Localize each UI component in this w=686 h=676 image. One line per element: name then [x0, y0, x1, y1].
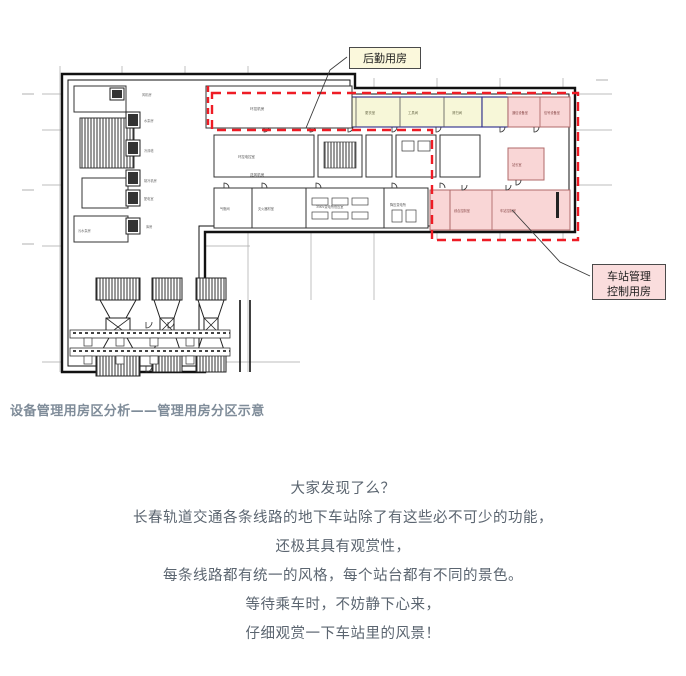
svg-text:35KV变电所低压室: 35KV变电所低压室	[316, 204, 343, 209]
svg-text:污水泵房: 污水泵房	[78, 228, 91, 233]
svg-text:站长室: 站长室	[512, 162, 522, 167]
svg-text:库房: 库房	[146, 224, 152, 229]
svg-text:通信设备室: 通信设备室	[512, 110, 528, 115]
zone-boundary-dashed	[210, 91, 580, 242]
svg-text:冷却塔: 冷却塔	[144, 148, 154, 153]
svg-text:综合控制室: 综合控制室	[454, 208, 470, 213]
svg-text:清扫间: 清扫间	[452, 110, 463, 115]
platform-tracks	[69, 300, 251, 373]
svg-text:车站控制室: 车站控制室	[500, 208, 516, 213]
corridor-rooms: 环控电控室 气瓶间 灭火器材室 35KV变电所低压室	[213, 134, 481, 229]
control-room-zone: 通信设备室 信号设备室 站长室 综合控制室 车站控制室	[429, 96, 571, 231]
body-line-2: 长春轨道交通各条线路的地下车站除了有这些必不可少的功能，	[133, 510, 553, 526]
callout-station-control-rooms: 车站管理 控制用房	[592, 264, 666, 300]
svg-text:环控机房: 环控机房	[250, 106, 265, 111]
svg-text:灭火器材室: 灭火器材室	[258, 206, 274, 211]
body-line-3: 还极其具有观赏性，	[275, 539, 411, 555]
svg-text:配电室: 配电室	[144, 196, 154, 201]
body-line-5: 等待乘车时，不妨静下心来，	[245, 597, 441, 613]
leader-lines	[305, 56, 591, 277]
equipment-symbols	[95, 277, 227, 377]
body-line-6: 仔细观赏一下车站里的风景！	[245, 626, 441, 642]
body-line-1: 大家发现了么？	[290, 481, 396, 497]
svg-text:送风机房: 送风机房	[250, 172, 265, 177]
svg-text:降压变电所: 降压变电所	[390, 202, 407, 207]
body-line-4: 每条线路都有统一的风格，每个站台都有不同的景色。	[163, 568, 523, 584]
svg-text:气瓶间: 气瓶间	[220, 206, 230, 211]
callout-logistics-rooms: 后勤用房	[349, 47, 421, 69]
figure-caption: 设备管理用房区分析——管理用房分区示意	[10, 404, 265, 419]
svg-text:环控电控室: 环控电控室	[238, 154, 256, 159]
svg-text:风机房: 风机房	[142, 92, 152, 97]
svg-text:更衣室: 更衣室	[365, 110, 376, 115]
svg-text:信号设备室: 信号设备室	[544, 110, 560, 115]
article-body: 大家发现了么？ 长春轨道交通各条线路的地下车站除了有这些必不可少的功能， 还极其…	[0, 475, 686, 649]
svg-text:水泵房: 水泵房	[144, 118, 154, 123]
svg-text:制冷机房: 制冷机房	[144, 178, 157, 183]
svg-text:工具间: 工具间	[408, 110, 419, 115]
grid-ticks	[22, 79, 608, 245]
floor-plan-figure: 值班室 备品库 库房 更衣室 工具间 清扫间	[22, 56, 612, 377]
floor-plan-drawing: 值班室 备品库 库房 更衣室 工具间 清扫间	[22, 56, 612, 377]
